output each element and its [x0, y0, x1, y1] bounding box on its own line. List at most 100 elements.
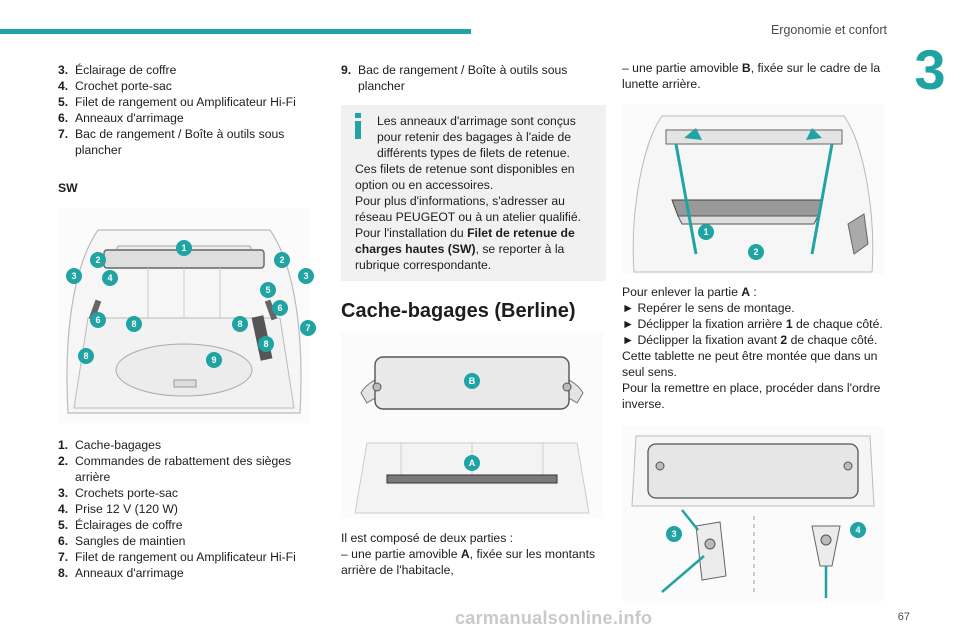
- callout-label: 9: [211, 355, 216, 365]
- info-box: Les anneaux d'arrimage sont conçus pour …: [341, 105, 606, 281]
- list-item-number: 1.: [58, 438, 69, 452]
- callout-marker: 6: [272, 300, 288, 316]
- bullet-arrow-icon: ►: [622, 333, 635, 347]
- list-item-text: Anneaux d'arrimage: [75, 566, 184, 580]
- list-item-9: 9. Bac de rangement / Boîte à outils sou…: [341, 63, 568, 93]
- list-item-number: 7.: [58, 127, 69, 141]
- list-item-number: 8.: [58, 566, 69, 580]
- remove-intro: Pour enlever la partie A :: [622, 285, 757, 299]
- callout-label: 3: [71, 271, 76, 281]
- callout-label: 7: [305, 323, 310, 333]
- list-item: 5. Filet de rangement ou Amplificateur Hi…: [58, 94, 310, 110]
- callout-marker: 1: [698, 224, 714, 240]
- sw-heading: SW: [58, 181, 78, 195]
- callout-marker: 7: [300, 320, 316, 336]
- list-item: 4. Crochet porte-sac: [58, 78, 310, 94]
- list-item-text: Prise 12 V (120 W): [75, 502, 178, 516]
- bullet-arrow-icon: ►: [622, 301, 635, 315]
- list-item-number: 4.: [58, 79, 69, 93]
- callout-label: 4: [855, 525, 860, 535]
- removal-figure: 12: [622, 104, 884, 274]
- callout-label: 4: [107, 273, 112, 283]
- step-1: ► Repérer le sens de montage.: [622, 301, 795, 315]
- callout-label: 8: [237, 319, 242, 329]
- list-item: 7. Filet de rangement ou Amplificateur Hi…: [58, 549, 310, 565]
- callout-marker: 8: [78, 348, 94, 364]
- berline-cover-figure: BA: [341, 333, 603, 518]
- callout-label: 3: [303, 271, 308, 281]
- callout-marker: 4: [850, 522, 866, 538]
- list-item: 6.Anneaux d'arrimage: [58, 110, 310, 126]
- composed-text: Il est composé de deux parties :: [341, 531, 514, 545]
- list-item-number: 6.: [58, 111, 69, 125]
- list-item: 4. Prise 12 V (120 W): [58, 501, 310, 517]
- callout-label: 2: [753, 247, 758, 257]
- list-item-number: 5.: [58, 95, 69, 109]
- list-item-number: 2.: [58, 454, 69, 468]
- list-item-text: Sangles de maintien: [75, 534, 186, 548]
- callout-label: 6: [277, 303, 282, 313]
- callout-marker: 2: [748, 244, 764, 260]
- component-list-top: 3. Éclairage de coffre 4. Crochet porte-sac…: [58, 62, 310, 158]
- callout-marker: 6: [90, 312, 106, 328]
- callout-label: 5: [265, 285, 270, 295]
- watermark: carmanualsonline.info: [455, 608, 653, 628]
- callout-label: B: [469, 376, 476, 386]
- callout-label: 2: [279, 255, 284, 265]
- chapter-number: 3: [914, 38, 946, 101]
- callout-marker: 9: [206, 352, 222, 368]
- step-3: ► Déclipper la fixation avant 2 de chaqu…: [622, 333, 878, 347]
- list-item-number: 3.: [58, 486, 69, 500]
- callout-label: 1: [703, 227, 708, 237]
- info-text-4: Pour l'installation du Filet de retenue …: [355, 226, 575, 272]
- list-item: 6. Sangles de maintien: [58, 533, 310, 549]
- callout-marker: B: [464, 373, 480, 389]
- header-accent-bar: [0, 29, 471, 34]
- list-item: 7. Bac de rangement / Boîte à outils sous…: [58, 126, 310, 158]
- column-3: – une partie amovible B, fixée sur le ca…: [622, 60, 890, 601]
- callout-marker: A: [464, 455, 480, 471]
- callout-marker: 1: [176, 240, 192, 256]
- list-item-number: 4.: [58, 502, 69, 516]
- callout-label: 8: [131, 319, 136, 329]
- callout-marker: 3: [666, 526, 682, 542]
- list-item-text: Bac de rangement / Boîte à outils sous p…: [75, 127, 285, 157]
- info-text-3: Pour plus d'informations, s'adresser au …: [355, 194, 582, 224]
- callout-marker: 4: [102, 270, 118, 286]
- note-1: Cette tablette ne peut être montée que d…: [622, 349, 878, 379]
- part-b-text: – une partie amovible B, fixée sur le ca…: [622, 61, 881, 91]
- list-item-text: Filet de rangement ou Amplificateur Hi-F…: [75, 95, 296, 109]
- list-item-text: Éclairages de coffre: [75, 518, 183, 532]
- list-item-text: Crochet porte-sac: [75, 79, 172, 93]
- callout-label: 1: [181, 243, 186, 253]
- list-item: 1. Cache-bagages: [58, 437, 310, 453]
- callout-marker: 2: [90, 252, 106, 268]
- list-item-number: 6.: [58, 534, 69, 548]
- callout-marker: 5: [260, 282, 276, 298]
- list-item: 3. Éclairage de coffre: [58, 62, 310, 78]
- component-list-bottom: 1. Cache-bagages 2. Commandes de rabattemen…: [58, 437, 310, 581]
- callout-marker: 8: [232, 316, 248, 332]
- list-item: 3. Crochets porte-sac: [58, 485, 310, 501]
- list-item-text: Commandes de rabattement des sièges arri…: [75, 454, 292, 484]
- part-a-text: – une partie amovible A, fixée sur les m…: [341, 547, 596, 577]
- list-item-number: 7.: [58, 550, 69, 564]
- list-item-text: Cache-bagages: [75, 438, 162, 452]
- list-item-text: Crochets porte-sac: [75, 486, 178, 500]
- step-2: ► Déclipper la fixation arrière 1 de cha…: [622, 317, 883, 331]
- list-item: 2. Commandes de rabattement des sièges ar…: [58, 453, 310, 485]
- callout-label: 6: [95, 315, 100, 325]
- callout-label: 8: [83, 351, 88, 361]
- list-item: 8. Anneaux d'arrimage: [58, 565, 310, 581]
- list-item-number: 3.: [58, 63, 69, 77]
- callout-marker: 2: [274, 252, 290, 268]
- section-title: Ergonomie et confort: [770, 23, 887, 37]
- list-item-text: Éclairage de coffre: [75, 63, 177, 77]
- page-number: 67: [897, 611, 910, 623]
- note-2: Pour la remettre en place, procéder dans…: [622, 381, 881, 411]
- list-item: 5.Éclairages de coffre: [58, 517, 310, 533]
- callout-marker: 3: [298, 268, 314, 284]
- list-item-text: Filet de rangement ou Amplificateur Hi-F…: [75, 550, 296, 564]
- info-text-2: Ces filets de retenue sont disponibles e…: [355, 162, 575, 192]
- info-text-1: Les anneaux d'arrimage sont conçus pour …: [377, 114, 576, 160]
